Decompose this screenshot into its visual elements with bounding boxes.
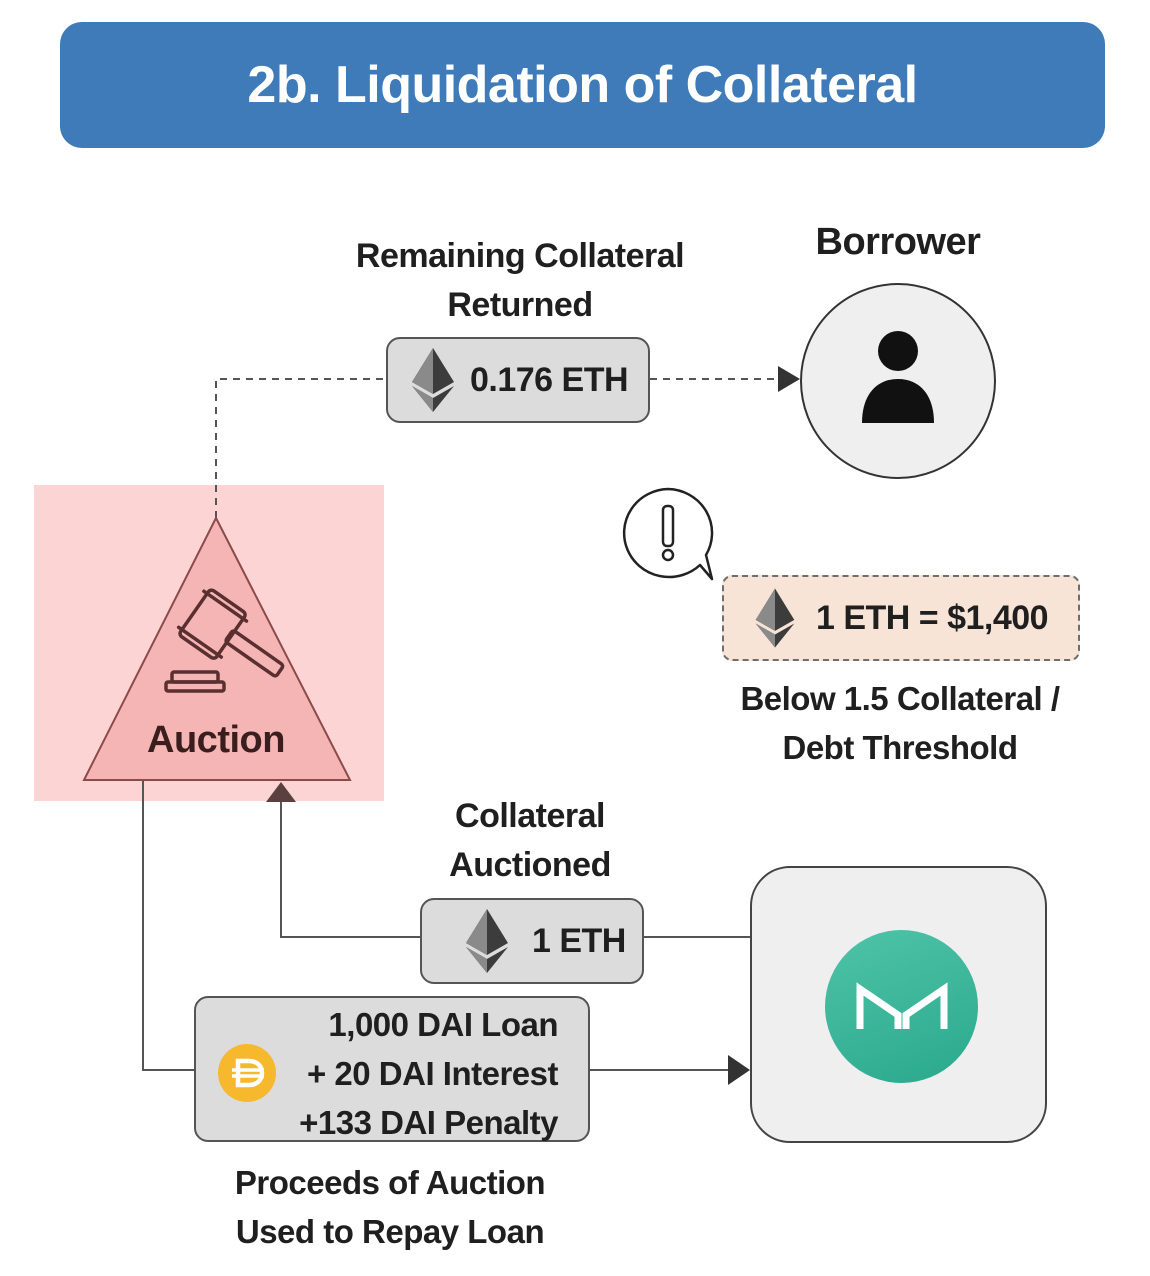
remaining-collateral-label-line1: Remaining Collateral xyxy=(355,237,685,275)
penalty-amount: +133 DAI Penalty xyxy=(299,1104,558,1141)
returned-eth-amount: 0.176 ETH xyxy=(470,360,629,399)
collateral-auctioned-label-line1: Collateral xyxy=(455,797,605,835)
collateral-auctioned-line-2 xyxy=(280,800,420,938)
remaining-collateral-label-line2: Returned xyxy=(447,286,593,324)
returned-eth-pill: 0.176 ETH xyxy=(386,337,650,423)
maker-protocol-box xyxy=(750,866,1047,1143)
remaining-collateral-label: Remaining Collateral Returned xyxy=(340,232,700,330)
maker-logo-icon xyxy=(825,930,978,1083)
collateral-auctioned-label-line2: Auctioned xyxy=(449,846,611,884)
repay-line-1 xyxy=(142,780,195,1071)
ethereum-icon xyxy=(466,909,508,973)
title-bar: 2b. Liquidation of Collateral xyxy=(60,22,1105,148)
ethereum-icon xyxy=(412,348,454,412)
auction-label: Auction xyxy=(147,719,285,761)
ethereum-icon xyxy=(755,588,795,648)
exclamation-bubble-icon xyxy=(622,487,714,581)
loan-amount: 1,000 DAI Loan xyxy=(328,1006,558,1043)
borrower-label: Borrower xyxy=(815,221,981,263)
eth-price-box: 1 ETH = $1,400 xyxy=(722,575,1080,661)
repay-caption: Proceeds of Auction Used to Repay Loan xyxy=(200,1158,580,1256)
repay-caption-line2: Used to Repay Loan xyxy=(235,1213,545,1250)
gavel-icon xyxy=(164,588,285,693)
auctioned-eth-pill: 1 ETH xyxy=(420,898,644,984)
dai-icon xyxy=(218,1044,276,1102)
page-title: 2b. Liquidation of Collateral xyxy=(247,56,918,114)
borrower-arrow-head xyxy=(778,366,800,392)
eth-price-text: 1 ETH = $1,400 xyxy=(816,598,1049,637)
auction-arrow-head xyxy=(266,782,296,802)
repayment-text: 1,000 DAI Loan + 20 DAI Interest +133 DA… xyxy=(299,1000,558,1147)
user-icon xyxy=(862,331,934,423)
returned-collateral-line xyxy=(215,378,386,518)
maker-arrow-head xyxy=(728,1055,750,1085)
borrower-circle xyxy=(800,283,996,479)
auctioned-eth-amount: 1 ETH xyxy=(532,921,626,960)
threshold-caption-line1: Below 1.5 Collateral / xyxy=(740,680,1060,717)
threshold-caption: Below 1.5 Collateral / Debt Threshold xyxy=(715,674,1085,772)
interest-amount: + 20 DAI Interest xyxy=(306,1055,559,1092)
threshold-caption-line2: Debt Threshold xyxy=(782,729,1018,766)
collateral-auctioned-label: Collateral Auctioned xyxy=(400,792,660,890)
repayment-pill: 1,000 DAI Loan + 20 DAI Interest +133 DA… xyxy=(194,996,590,1142)
repay-caption-line1: Proceeds of Auction xyxy=(234,1164,546,1201)
auction-triangle xyxy=(82,515,352,781)
